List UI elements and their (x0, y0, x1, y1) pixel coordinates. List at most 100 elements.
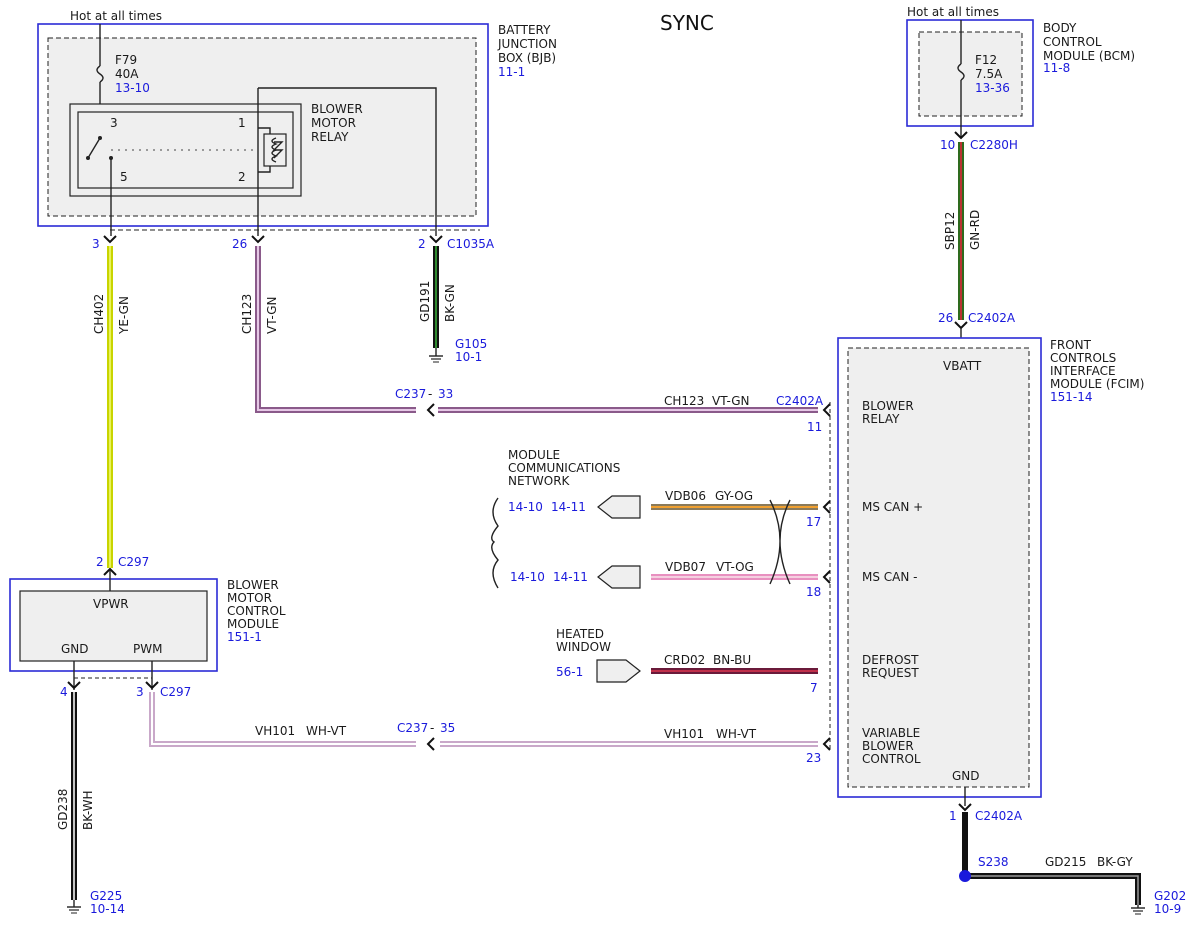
bmcm-name-2: MOTOR (227, 591, 272, 605)
gd215-wire-stripe (965, 875, 1139, 905)
fcim-name-2: CONTROLS (1050, 351, 1116, 365)
gd191-circuit: GD191 (418, 281, 432, 322)
fcim-defrost-2: REQUEST (862, 666, 919, 680)
fcim-arrow-18 (822, 570, 831, 584)
crd02-pin: 7 (810, 681, 818, 695)
heated-label-1: HEATED (556, 627, 604, 641)
g202-label: G202 (1154, 889, 1186, 903)
fcim-name-1: FRONT (1050, 338, 1092, 352)
fcim-inner (847, 347, 1030, 788)
fcim-gnd-connector: C2402A (975, 809, 1023, 823)
fcim-gnd: GND (952, 769, 980, 783)
coil-lead-top (258, 127, 271, 134)
vdb07-color: VT-OG (716, 560, 754, 574)
vdb06-color: GY-OG (715, 489, 753, 503)
relay-pin5: 5 (120, 170, 128, 184)
g225-ref: 10-14 (90, 902, 125, 916)
vh101-wire-left-stripe (151, 692, 416, 745)
vh101-left-color: WH-VT (306, 724, 347, 738)
mcn-label-1: MODULE (508, 448, 560, 462)
bjb-name-1: BATTERY (498, 23, 551, 37)
f12-ref: 13-36 (975, 81, 1010, 95)
bmcm-gnd: GND (61, 642, 89, 656)
c297-bottom-connector: C297 (160, 685, 191, 699)
c2280h-pin: 10 (940, 138, 955, 152)
relay-switch-pivot (86, 156, 90, 160)
f79-ref: 13-10 (115, 81, 150, 95)
ch402-circuit: CH402 (92, 294, 106, 334)
c297-top-connector: C297 (118, 555, 149, 569)
fcim-name-4: MODULE (FCIM) (1050, 377, 1144, 391)
mcn-brace-icon (491, 497, 499, 589)
crd02-connector-icon (596, 659, 641, 683)
vh101-right-color: WH-VT (716, 727, 757, 741)
coil-lead-bottom (258, 166, 271, 173)
bcm-ref: 11-8 (1043, 61, 1070, 75)
bmcm-box (9, 578, 218, 672)
bcm-inner (918, 31, 1023, 117)
twisted-pair-icon (769, 499, 791, 585)
c237-33-pin: 33 (438, 387, 453, 401)
crd02-circuit: CRD02 (664, 653, 705, 667)
fcim-defrost-1: DEFROST (862, 653, 919, 667)
bjb-name-3: BOX (BJB) (498, 51, 556, 65)
ch123-pin: 26 (232, 237, 247, 251)
relay-inner (77, 111, 294, 189)
vh101-left-circuit: VH101 (255, 724, 295, 738)
fcim-vbc-3: CONTROL (862, 752, 921, 766)
gd191-pin: 2 (418, 237, 426, 251)
c237-33-label: C237 (395, 387, 426, 401)
gd238-circuit: GD238 (56, 789, 70, 830)
bjb-ref: 11-1 (498, 65, 525, 79)
vdb06-ref2: 14-11 (551, 500, 586, 514)
gd215-circuit: GD215 (1045, 855, 1086, 869)
sbp12-pin: 26 (938, 311, 953, 325)
relay-name-1: BLOWER (311, 102, 363, 116)
heated-label-2: WINDOW (556, 640, 611, 654)
gd191-connector: C1035A (447, 237, 495, 251)
vdb07-ref1: 14-10 (510, 570, 545, 584)
bcm-name-1: BODY (1043, 21, 1077, 35)
page-title: SYNC (660, 11, 714, 35)
c2280h-label: C2280H (970, 138, 1018, 152)
bmcm-pwm: PWM (133, 642, 162, 656)
g202-ref: 10-9 (1154, 902, 1181, 916)
c297-pwm-arrow (145, 681, 159, 690)
bjb-hot-label: Hot at all times (70, 9, 162, 23)
c2402a-gnd-arrow (958, 803, 972, 812)
c237-33-arrow (426, 403, 435, 417)
relay-pin2: 2 (238, 170, 246, 184)
ch123-h-connector: C2402A (776, 394, 824, 408)
fcim-vbatt: VBATT (943, 359, 982, 373)
fcim-arrow-11 (822, 403, 831, 417)
fcim-ref: 151-14 (1050, 390, 1093, 404)
bcm-box (906, 19, 1034, 127)
fcim-vbc-1: VARIABLE (862, 726, 920, 740)
fcim-ms-can-plus: MS CAN + (862, 500, 923, 514)
g225-label: G225 (90, 889, 122, 903)
vdb06-connector-icon (597, 495, 641, 519)
bmcm-vpwr: VPWR (93, 597, 129, 611)
mcn-label-3: NETWORK (508, 474, 571, 488)
ch123-circuit: CH123 (240, 294, 254, 334)
crd02-color: BN-BU (713, 653, 751, 667)
relay-pin3: 3 (110, 116, 118, 130)
c237-35-label: C237 (397, 721, 428, 735)
c297-gnd-arrow (67, 681, 81, 690)
c-arrow-3 (103, 235, 117, 244)
vdb07-ref2: 14-11 (553, 570, 588, 584)
crd02-ref: 56-1 (556, 665, 583, 679)
fcim-ms-can-minus: MS CAN - (862, 570, 918, 584)
vdb07-pin: 18 (806, 585, 821, 599)
fcim-blower-relay-2: RELAY (862, 412, 900, 426)
fcim-blower-relay-1: BLOWER (862, 399, 914, 413)
ch123-wire-left-stripe (257, 246, 416, 411)
vdb07-circuit: VDB07 (665, 560, 706, 574)
c2402a-top-arrow (954, 321, 968, 330)
f12-name: F12 (975, 53, 997, 67)
gd215-wire (965, 873, 1141, 905)
bjb-name-2: JUNCTION (497, 37, 557, 51)
s238-splice-icon (959, 870, 971, 882)
vh101-right-circuit: VH101 (664, 727, 704, 741)
fcim-arrow-23 (822, 737, 831, 751)
